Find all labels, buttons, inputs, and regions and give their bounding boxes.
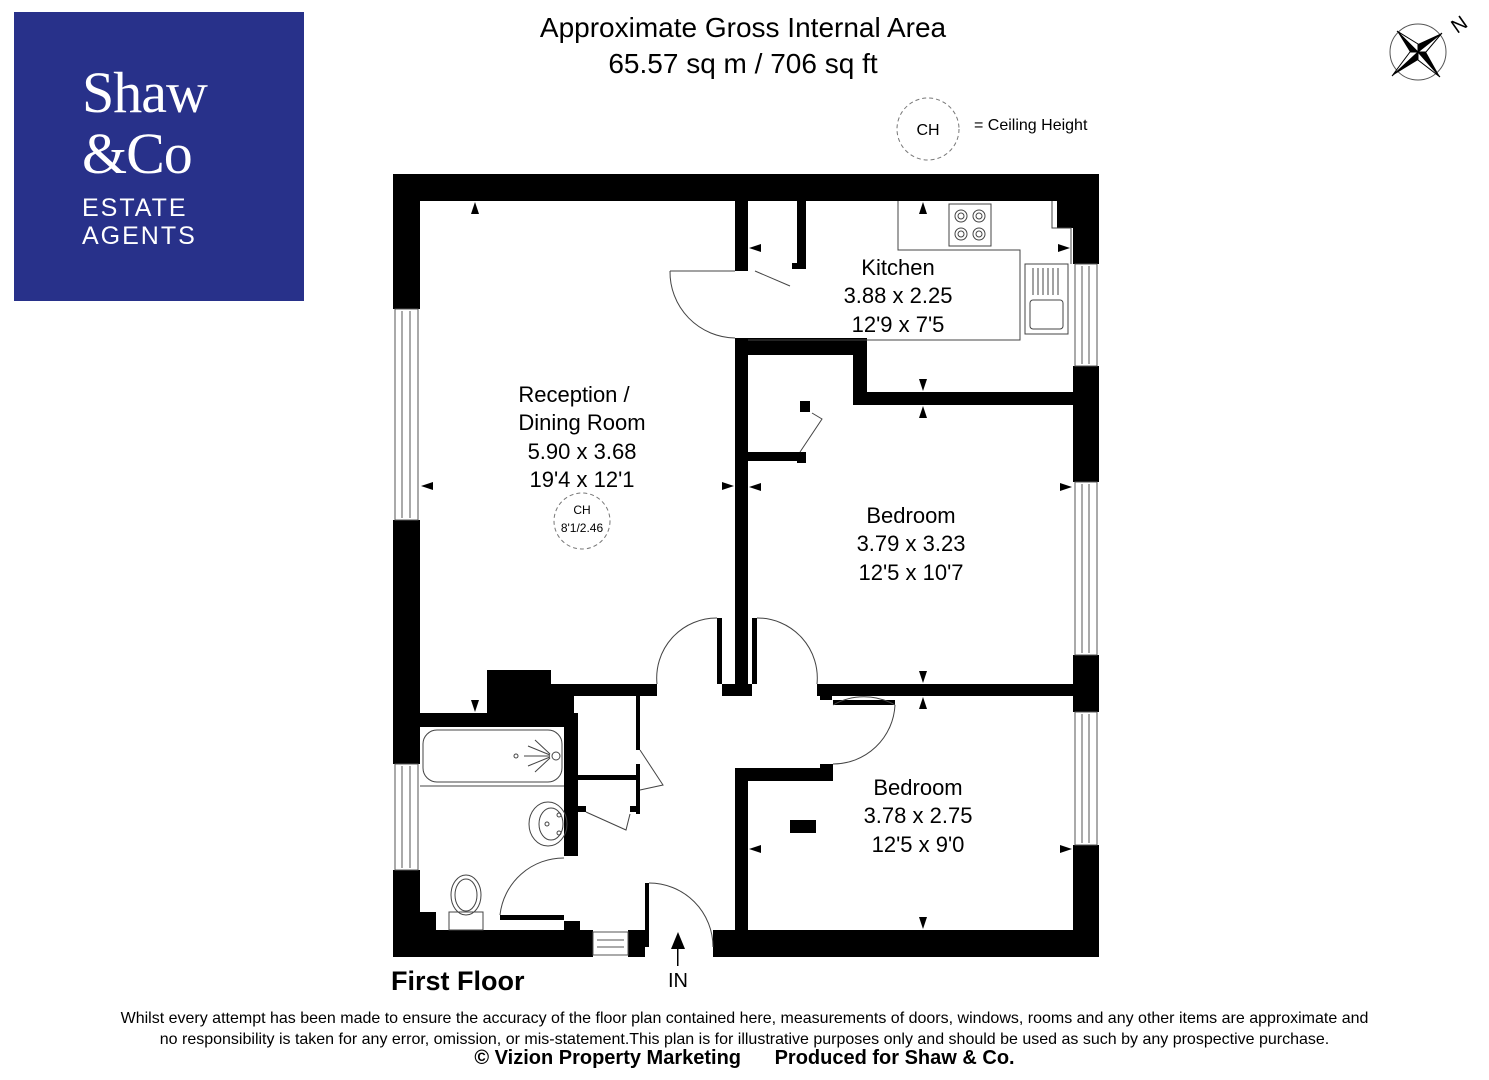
toilet-icon <box>448 874 484 931</box>
kitchen-sink-icon <box>1024 263 1069 335</box>
room-dimensions-imperial: 12'5 x 10'7 <box>858 560 963 585</box>
room-name: Bedroom <box>873 775 962 800</box>
logo-sub-line1: ESTATE <box>82 194 188 222</box>
compass-rose-icon: N <box>1389 12 1472 81</box>
bathtub-icon <box>420 729 564 787</box>
walls <box>393 174 1099 957</box>
plan-title: Approximate Gross Internal Area <box>539 12 947 43</box>
logo-brand-line1: Shaw <box>82 60 208 125</box>
door-swings <box>499 270 896 948</box>
room-name: Kitchen <box>861 255 934 280</box>
ceiling-height-value: 8'1/2.46 <box>561 521 604 535</box>
compass-north-label: N <box>1447 12 1471 38</box>
room-kitchen: Kitchen 3.88 x 2.25 12'9 x 7'5 <box>844 255 953 337</box>
reception-ceiling-height-marker: CH 8'1/2.46 <box>553 492 611 550</box>
produced-for-text: Produced for Shaw & Co. <box>774 1047 1015 1069</box>
room-bedroom-2: Bedroom 3.78 x 2.75 12'5 x 9'0 <box>864 775 973 857</box>
disclaimer-line1: Whilst every attempt has been made to en… <box>120 1010 1369 1027</box>
copyright-text: © Vizion Property Marketing <box>474 1047 742 1069</box>
credits: © Vizion Property Marketing Produced for… <box>0 1047 1489 1070</box>
floor-label: First Floor <box>391 966 525 996</box>
room-dimensions-imperial: 12'5 x 9'0 <box>872 832 965 857</box>
kitchen-counter <box>748 201 1021 341</box>
room-name-line1: Reception / <box>518 382 630 407</box>
shaw-co-logo: Shaw &Co ESTATE AGENTS <box>14 12 304 301</box>
dimension-markers <box>421 202 1072 966</box>
ceiling-height-legend-text: = Ceiling Height <box>974 117 1088 134</box>
ceiling-height-label: CH <box>573 503 590 517</box>
disclaimer-line2: no responsibility is taken for any error… <box>159 1031 1330 1048</box>
legend-ch-label: CH <box>916 122 939 139</box>
room-bedroom-1: Bedroom 3.79 x 3.23 12'5 x 10'7 <box>857 503 966 585</box>
ceiling-height-legend-symbol: CH <box>896 97 960 161</box>
windows <box>394 263 1098 956</box>
entrance-arrow-icon <box>671 932 685 949</box>
gross-internal-area: 65.57 sq m / 706 sq ft <box>608 48 878 79</box>
hob-icon <box>948 203 992 247</box>
wash-basin-icon <box>528 801 568 847</box>
disclaimer: Whilst every attempt has been made to en… <box>40 1008 1449 1050</box>
logo-brand-line2: &Co <box>82 121 193 186</box>
fixtures <box>420 201 1072 931</box>
room-reception-dining: Reception / Dining Room 5.90 x 3.68 19'4… <box>518 382 645 492</box>
room-dimensions-metric: 3.88 x 2.25 <box>844 283 953 308</box>
room-dimensions-metric: 3.79 x 3.23 <box>857 531 966 556</box>
entrance-label: IN <box>668 970 688 992</box>
room-dimensions-metric: 5.90 x 3.68 <box>528 439 637 464</box>
room-dimensions-imperial: 19'4 x 12'1 <box>529 467 634 492</box>
room-name: Bedroom <box>866 503 955 528</box>
logo-sub-line2: AGENTS <box>82 222 197 250</box>
room-dimensions-imperial: 12'9 x 7'5 <box>852 312 945 337</box>
room-dimensions-metric: 3.78 x 2.75 <box>864 803 973 828</box>
room-name-line2: Dining Room <box>518 410 645 435</box>
